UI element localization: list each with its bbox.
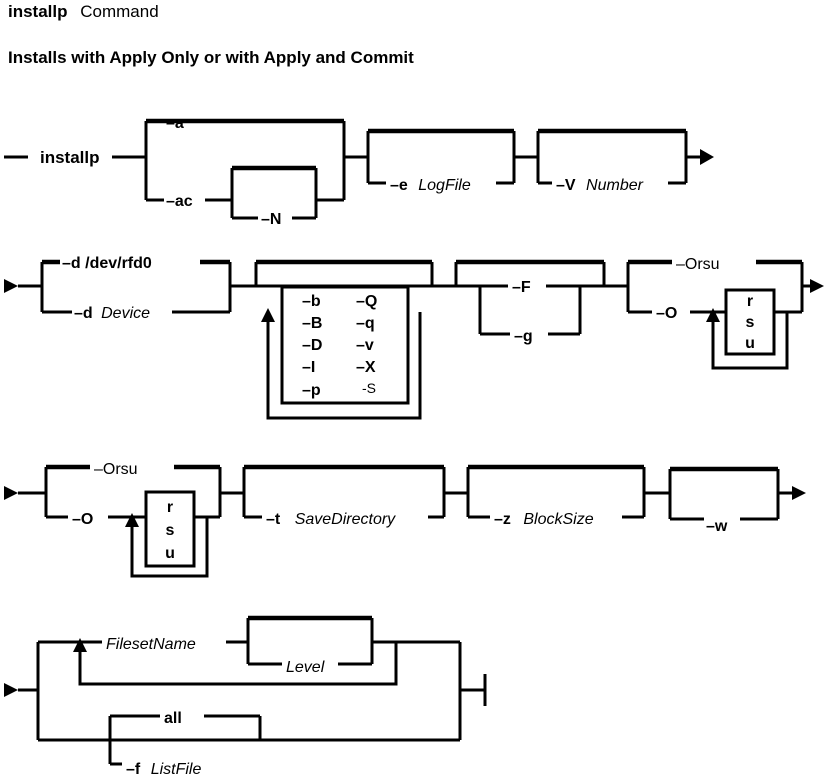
flag-F: –F	[512, 279, 531, 296]
blocksize-param: BlockSize	[523, 511, 593, 528]
level-param: Level	[286, 659, 325, 676]
savedir-param: SaveDirectory	[295, 511, 396, 528]
flag-t-name: –t	[266, 511, 281, 528]
flag-a: –a	[166, 115, 184, 132]
flag-Orsu-2: –Orsu	[94, 461, 138, 478]
flag-q: –q	[356, 315, 375, 332]
flag-D: –D	[302, 337, 322, 354]
flag-N: –N	[261, 211, 281, 228]
row4-lines	[4, 615, 487, 766]
flag-S: -S	[362, 380, 376, 396]
flag-I: –I	[302, 359, 315, 376]
flag-O-2: –O	[72, 511, 93, 528]
flag-d-name: –d	[74, 305, 93, 322]
flag-Q: –Q	[356, 293, 377, 310]
flag-O: –O	[656, 305, 677, 322]
flag-t: –t SaveDirectory	[266, 511, 396, 528]
device-param: Device	[101, 305, 150, 322]
flag-f: –f ListFile	[126, 761, 201, 778]
title-command: installp	[8, 2, 68, 21]
flag-w: –w	[706, 518, 728, 535]
suboption-s: s	[746, 314, 755, 331]
flag-X: –X	[356, 359, 376, 376]
listfile-param: ListFile	[151, 761, 202, 778]
flags-box: –b –B –D –I –p –Q –q –v –X -S	[302, 293, 377, 399]
flag-b: –b	[302, 293, 321, 310]
row1-lines	[4, 118, 714, 220]
flag-e-name: –e	[390, 177, 408, 194]
flag-p: –p	[302, 382, 321, 399]
flag-ac: –ac	[166, 193, 193, 210]
flag-g: –g	[514, 328, 533, 345]
flag-V: –V Number	[556, 177, 644, 194]
flag-f-name: –f	[126, 761, 141, 778]
row3-lines	[4, 464, 806, 578]
flag-V-name: –V	[556, 177, 576, 194]
suboption-r: r	[747, 293, 753, 310]
logfile-param: LogFile	[418, 177, 471, 194]
command-name: installp	[40, 148, 100, 167]
row2-lines	[4, 259, 824, 420]
keyword-all: all	[164, 710, 182, 727]
flag-B: –B	[302, 315, 322, 332]
title-suffix: Command	[80, 2, 158, 21]
flag-d-default: –d /dev/rfd0	[62, 255, 152, 272]
flag-z-name: –z	[494, 511, 511, 528]
number-param: Number	[586, 177, 644, 194]
flag-z: –z BlockSize	[494, 511, 594, 528]
fileset-param: FilesetName	[106, 636, 196, 653]
flag-Orsu: –Orsu	[676, 256, 720, 273]
flag-e: –e LogFile	[390, 177, 471, 194]
suboption-u-2: u	[165, 545, 175, 562]
suboption-r-2: r	[167, 499, 173, 516]
flag-v: –v	[356, 337, 374, 354]
suboption-s-2: s	[166, 522, 175, 539]
title: installp Command	[8, 2, 159, 21]
flag-d: –d Device	[74, 305, 150, 322]
subtitle: Installs with Apply Only or with Apply a…	[8, 48, 414, 67]
suboption-u: u	[745, 335, 755, 352]
